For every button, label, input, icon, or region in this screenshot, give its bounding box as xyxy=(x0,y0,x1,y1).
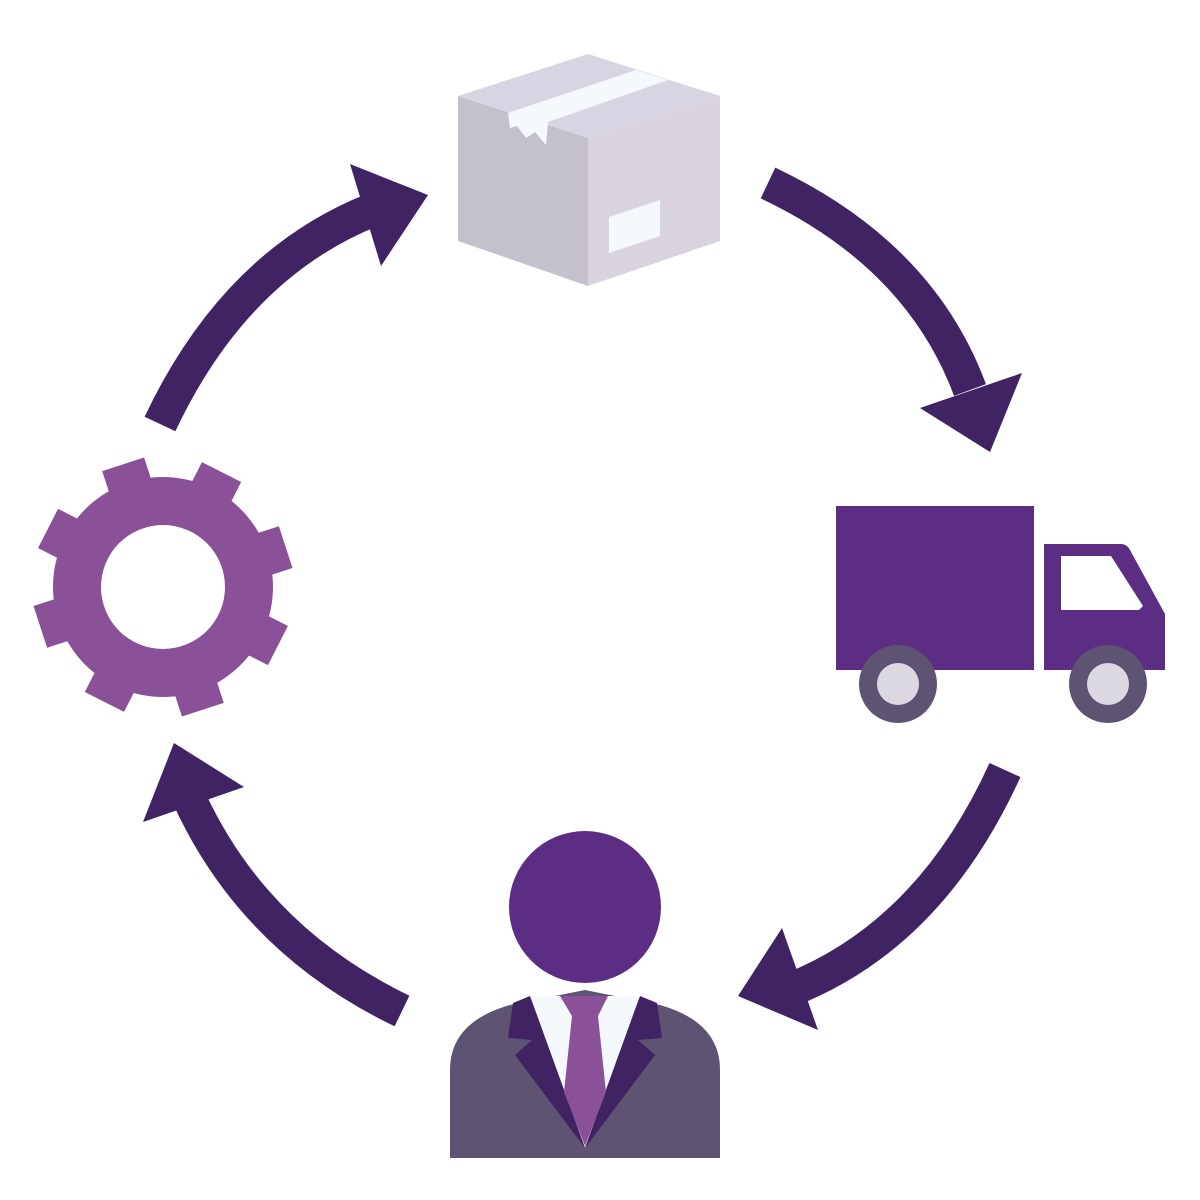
package-box-icon xyxy=(458,54,720,286)
gear-icon xyxy=(33,457,293,717)
arrow-gear-to-package xyxy=(144,164,428,432)
businessman-icon xyxy=(450,831,720,1158)
arrow-customer-to-gear xyxy=(143,743,410,1027)
arrow-package-to-truck xyxy=(760,167,1022,452)
arrow-truck-to-customer xyxy=(738,762,1021,1030)
delivery-truck-icon xyxy=(836,506,1165,723)
